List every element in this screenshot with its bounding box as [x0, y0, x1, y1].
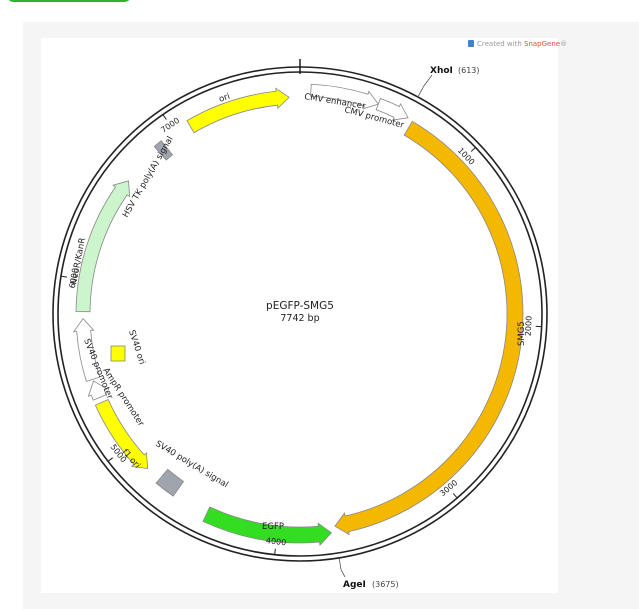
feature-ampr-promoter[interactable]: [87, 380, 108, 401]
feature-cmv-enhancer[interactable]: [310, 83, 379, 110]
tick-mark-5000: [107, 457, 114, 462]
map-canvas: [41, 38, 558, 593]
feature-neor-kanr[interactable]: [75, 180, 131, 313]
feature-smg5[interactable]: [334, 120, 524, 536]
site-leader-xhoi: [423, 74, 433, 87]
site-line-xhoi: [417, 86, 424, 98]
site-agei-position: (3675): [372, 580, 399, 589]
sv40-ori-label: SV40 ori: [126, 329, 147, 366]
plasmid-length: 7742 bp: [280, 313, 319, 324]
feature-sv40-polya[interactable]: [155, 468, 185, 497]
feature-hsv-tk-polya[interactable]: [153, 140, 174, 161]
sites-layer: XhoI (613) AgeI (3675): [338, 66, 480, 590]
tick-label-7000: 7000: [159, 116, 181, 135]
label-ori: ori: [218, 92, 232, 105]
credit-suffix: ®: [560, 40, 568, 48]
site-xhoi-name[interactable]: XhoI: [430, 66, 453, 76]
top-banner-button[interactable]: [6, 0, 132, 2]
features-layer: [72, 83, 524, 547]
feature-ori[interactable]: [186, 87, 290, 134]
credit-brand: SnapGene: [524, 40, 561, 48]
tick-mark-6000: [60, 275, 67, 278]
label-hsv-tk-polya: HSV TK poly(A) signal: [121, 135, 176, 220]
site-leader-agei: [340, 569, 346, 578]
tick-label-6000: 6000: [68, 267, 80, 289]
site-xhoi-position: (613): [458, 66, 480, 75]
tick-mark-7000: [162, 114, 167, 120]
feature-egfp[interactable]: [202, 506, 333, 547]
tick-label-4000: 4000: [265, 536, 286, 547]
site-agei-name[interactable]: AgeI: [343, 580, 366, 590]
plasmid-backbone: [52, 59, 548, 562]
snapgene-logo-icon: [468, 40, 474, 47]
sv40-ori-feature[interactable]: [110, 345, 126, 362]
plasmid-name: pEGFP-SMG5: [266, 300, 334, 312]
label-egfp: EGFP: [262, 522, 284, 532]
tick-mark-4000: [274, 548, 276, 555]
site-line-agei: [338, 557, 342, 570]
tick-mark-1000: [470, 147, 476, 152]
credit-prefix: Created with: [477, 40, 522, 48]
feature-sv40-promoter[interactable]: [72, 318, 101, 382]
feature-f1-ori[interactable]: [94, 398, 149, 469]
label-smg5: SMG5: [517, 321, 527, 346]
feature-cmv-promoter[interactable]: [375, 97, 409, 121]
snapgene-credit: Created with SnapGene®: [468, 40, 567, 48]
tick-label-2000: 2000: [524, 316, 534, 337]
tick-mark-3000: [452, 493, 458, 499]
